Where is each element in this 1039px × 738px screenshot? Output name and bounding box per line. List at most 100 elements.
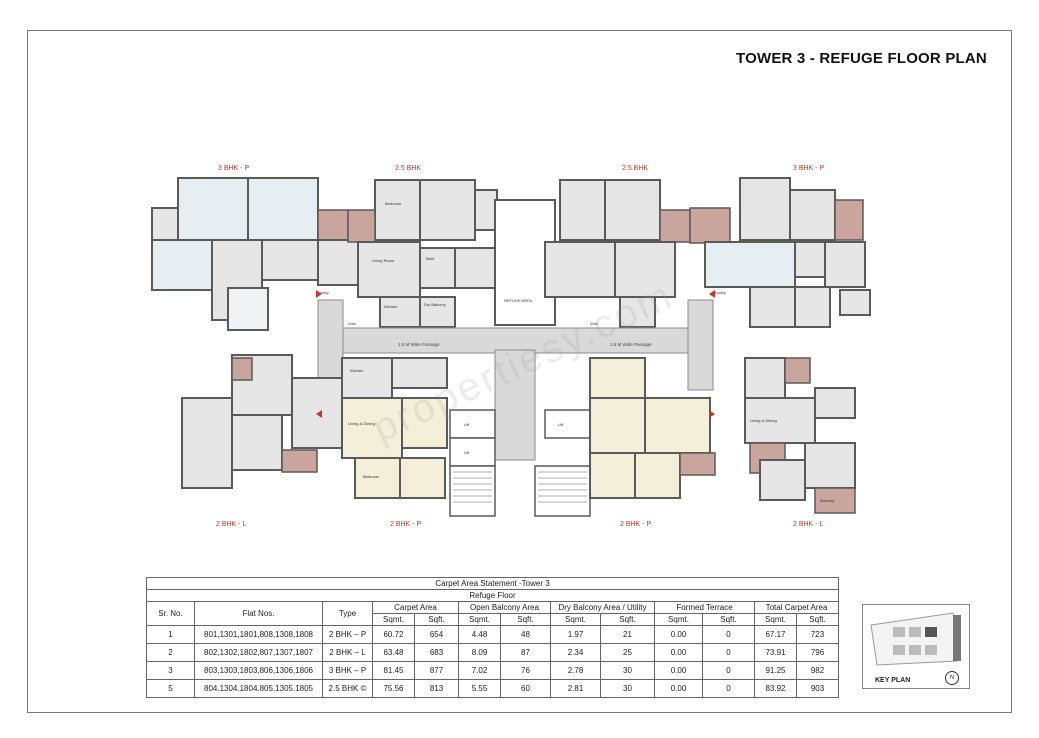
table-cell: 877 — [414, 661, 459, 680]
header-total-carpet: Total Carpet Area — [753, 601, 840, 614]
table-cell: 48 — [500, 625, 551, 644]
lobby-label-1: Lobby — [318, 290, 329, 295]
table-cell: 804.1304.1804.805.1305.1805 — [194, 679, 323, 698]
unit-label-top-3: 2.5 BHK — [622, 165, 648, 172]
unit-header: Sqft. — [795, 613, 840, 626]
key-plan: KEY PLAN N — [862, 604, 970, 689]
unit-2bhk-p-left: Bedroom Living & Dining Kitchen — [341, 357, 448, 499]
table-cell: 83.92 — [754, 679, 797, 698]
right-passage — [687, 299, 714, 391]
table-caption: Carpet Area Statement -Tower 3 — [145, 577, 840, 590]
unit-label-bottom-2: 2 BHK - P — [390, 521, 421, 528]
table-cell: 60.72 — [372, 625, 415, 644]
floor-plan: 3 BHK - P 2.5 BHK 2.5 BHK 3 BHK - P 2 BH… — [150, 160, 890, 535]
table-row: 5 804.1304.1804.805.1305.1805 2.5 BHK © … — [146, 679, 840, 698]
table-cell: 3 — [146, 661, 195, 680]
header-open-balcony: Open Balcony Area — [458, 601, 551, 614]
table-cell: 2 BHK – L — [322, 643, 373, 662]
header-carpet-area: Carpet Area — [372, 601, 459, 614]
table-cell: 803,1303,1803,806,1306,1806 — [194, 661, 323, 680]
unit-label-top-2: 2.5 BHK — [395, 165, 421, 172]
floor-plan-drawing: 3 BHK - P 2.5 BHK 2.5 BHK 3 BHK - P 2 BH… — [151, 165, 871, 528]
page-frame — [27, 30, 1012, 713]
room-label-balcony-br: Balcony — [820, 498, 834, 503]
table-cell: 76 — [500, 661, 551, 680]
table-cell: 813 — [414, 679, 459, 698]
header-type: Type — [322, 601, 373, 626]
unit-header: Sqft. — [600, 613, 655, 626]
unit-label-bottom-1: 2 BHK - L — [216, 521, 246, 528]
table-cell: 60 — [500, 679, 551, 698]
unit-2bhk-right-l: Balcony Living & Dining — [744, 357, 856, 514]
unit-2bhk-left-l — [181, 354, 343, 489]
table-cell: 3 BHK – P — [322, 661, 373, 680]
void-label-2: Void — [590, 321, 598, 326]
table-cell: 0 — [702, 661, 755, 680]
unit-3bhk-right — [689, 177, 871, 328]
header-dry-balcony: Dry Balcony Area / Utility — [550, 601, 655, 614]
header-flat-nos: Flat Nos. — [194, 601, 323, 626]
table-cell: 0.00 — [654, 625, 703, 644]
unit-25bhk-right — [544, 179, 691, 328]
unit-header: Sqft. — [414, 613, 459, 626]
core-passage — [494, 349, 536, 461]
table-cell: 0.00 — [654, 643, 703, 662]
unit-header: Sqmt. — [458, 613, 501, 626]
lift-label-1: Lift — [464, 422, 470, 427]
table-cell: 25 — [600, 643, 655, 662]
room-label-living-dining-br: Living & Dining — [750, 418, 777, 423]
refuge-area-label: REFUGE AREA — [504, 298, 533, 303]
lift-label-3: Lift — [558, 422, 564, 427]
table-row: 1 801,1301,1801,808,1308,1808 2 BHK – P … — [146, 625, 840, 644]
table-cell: 2.81 — [550, 679, 601, 698]
key-plan-label: KEY PLAN — [875, 677, 911, 684]
room-label-bedroom: Bedroom — [385, 201, 402, 206]
table-cell: 67.17 — [754, 625, 797, 644]
room-label-dry-balcony: Dry Balcony — [424, 302, 446, 307]
table-cell: 1 — [146, 625, 195, 644]
unit-3bhk-left — [151, 177, 359, 331]
table-cell: 801,1301,1801,808,1308,1808 — [194, 625, 323, 644]
table-cell: 4.48 — [458, 625, 501, 644]
table-cell: 87 — [500, 643, 551, 662]
table-cell: 30 — [600, 679, 655, 698]
table-cell: 0.00 — [654, 661, 703, 680]
unit-2bhk-p-right — [589, 357, 716, 499]
unit-label-bottom-3: 2 BHK - P — [620, 521, 651, 528]
table-cell: 2.34 — [550, 643, 601, 662]
table-cell: 75.56 — [372, 679, 415, 698]
room-label-toilet: Toilet — [425, 256, 435, 261]
table-cell: 0 — [702, 643, 755, 662]
carpet-area-table: Carpet Area Statement -Tower 3 Refuge Fl… — [145, 577, 840, 698]
table-cell: 723 — [795, 625, 840, 644]
table-cell: 0.00 — [654, 679, 703, 698]
table-cell: 802,1302,1802,807,1307,1807 — [194, 643, 323, 662]
table-cell: 81.45 — [372, 661, 415, 680]
table-cell: 903 — [795, 679, 840, 698]
unit-header: Sqmt. — [372, 613, 415, 626]
unit-header: Sqft. — [500, 613, 551, 626]
table-cell: 63.48 — [372, 643, 415, 662]
table-cell: 7.02 — [458, 661, 501, 680]
lift-core: Lift Lift Lift — [449, 409, 591, 517]
header-formed-terrace: Formed Terrace — [654, 601, 755, 614]
table-cell: 2.5 BHK © — [322, 679, 373, 698]
unit-label-top-4: 3 BHK - P — [793, 165, 824, 172]
unit-header: Sqft. — [702, 613, 755, 626]
key-plan-drawing — [870, 612, 961, 666]
table-cell: 0 — [702, 679, 755, 698]
room-label-kitchen: Kitchen — [384, 304, 397, 309]
void-label-1: Void — [348, 321, 356, 326]
unit-header: Sqmt. — [550, 613, 601, 626]
table-row: 3 803,1303,1803,806,1306,1806 3 BHK – P … — [146, 661, 840, 680]
unit-header: Sqmt. — [754, 613, 797, 626]
table-cell: 30 — [600, 661, 655, 680]
table-subcaption: Refuge Floor — [145, 589, 840, 602]
table-row: 2 802,1302,1802,807,1307,1807 2 BHK – L … — [146, 643, 840, 662]
table-cell: 982 — [795, 661, 840, 680]
passage-label-left: 1.5 M Wide Passage — [398, 342, 440, 347]
table-cell: 1.97 — [550, 625, 601, 644]
table-cell: 2 — [146, 643, 195, 662]
header-sr-no: Sr. No. — [146, 601, 195, 626]
lobby-label-2: Lobby — [715, 290, 726, 295]
